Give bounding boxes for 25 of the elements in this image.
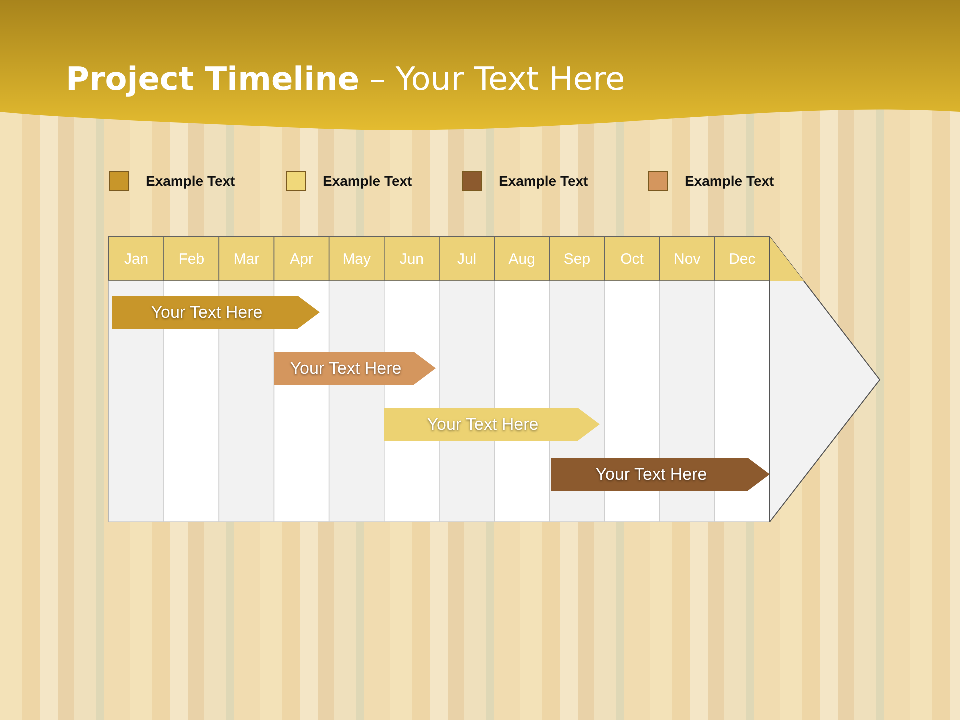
month-label: May <box>342 250 372 270</box>
bar-label: Your Text Here <box>151 302 263 322</box>
month-label: Jun <box>398 250 426 270</box>
bar-label: Your Text Here <box>427 414 539 434</box>
month-label: Dec <box>728 250 757 270</box>
month-label: Mar <box>232 250 261 270</box>
timeline-arrow-bar <box>274 352 436 385</box>
month-label: Feb <box>178 250 206 270</box>
month-label: Aug <box>508 250 536 270</box>
month-label: Nov <box>673 250 702 270</box>
timeline-arrow-bar <box>551 458 770 491</box>
legend-label: Example Text <box>499 173 588 189</box>
title: Project Timeline – Your Text Here <box>66 60 626 98</box>
month-label: Jul <box>456 250 478 270</box>
month-label: Oct <box>620 250 645 270</box>
timeline-arrow-bar <box>384 408 600 441</box>
month-label: Jan <box>123 250 150 270</box>
month-label: Sep <box>562 250 592 270</box>
legend-label: Example Text <box>685 173 774 189</box>
timeline-arrow-bar <box>112 296 320 329</box>
bar-label: Your Text Here <box>596 464 708 484</box>
legend-label: Example Text <box>323 173 412 189</box>
legend-label: Example Text <box>146 173 236 189</box>
bar-label: Your Text Here <box>290 358 402 378</box>
month-label: Apr <box>289 250 314 270</box>
